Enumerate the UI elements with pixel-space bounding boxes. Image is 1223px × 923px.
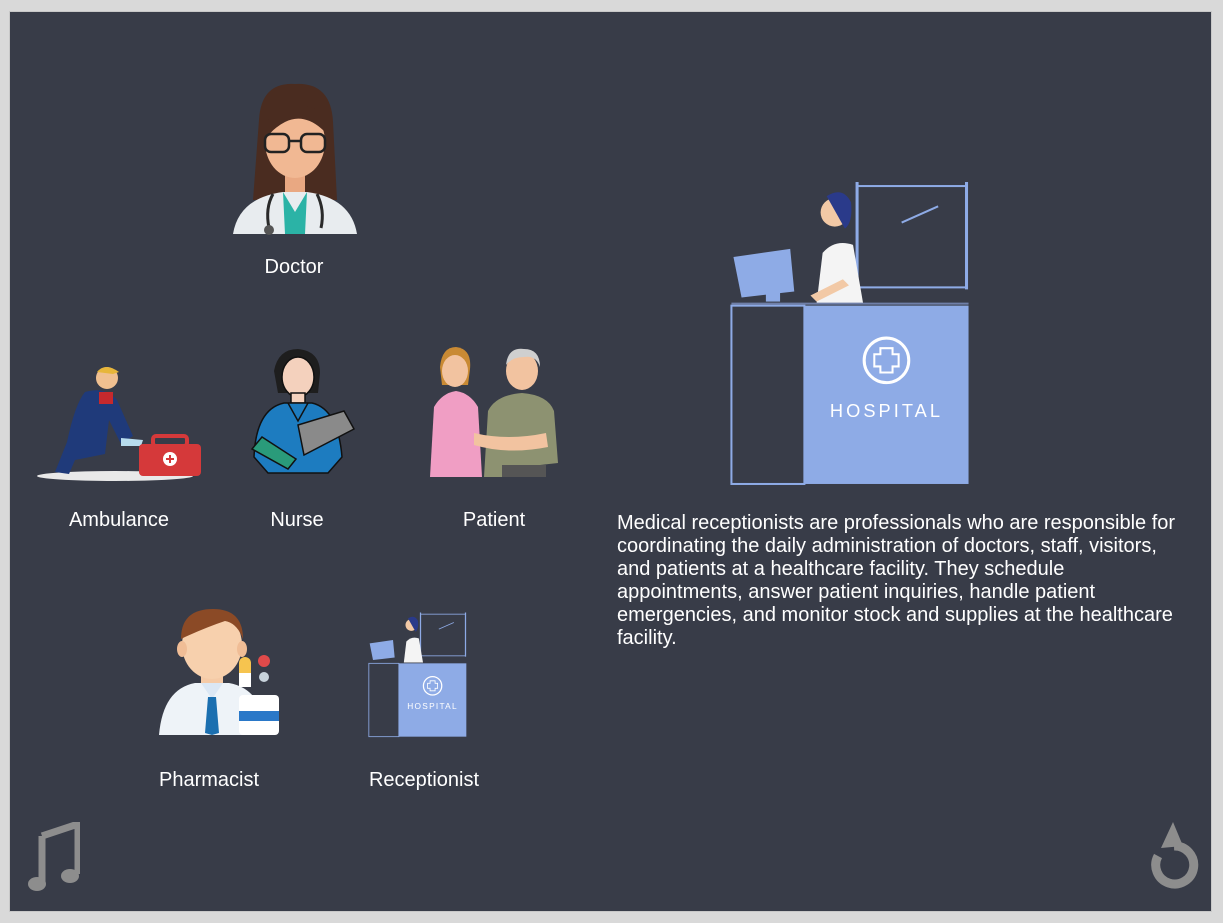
receptionist-illustration: HOSPITAL [730,182,969,485]
ambulance-illustration [37,367,201,481]
replay-icon[interactable] [1149,820,1199,894]
patient-card[interactable] [428,345,563,480]
nurse-illustration [250,349,356,474]
music-note-icon[interactable] [28,822,80,894]
pharmacist-label: Pharmacist [158,769,260,791]
doctor-illustration [233,83,357,235]
ambulance-label: Ambulance [68,509,170,531]
slide-canvas: Doctor Ambulance Nurse [10,12,1211,911]
doctor-card[interactable] [225,82,365,282]
patient-label: Patient [462,509,526,531]
receptionist-label: Receptionist [368,769,480,791]
doctor-label: Doctor [264,256,324,278]
thumbnail-hospital-sign: HOSPITAL [407,701,458,711]
nurse-label: Nurse [270,509,324,531]
hospital-sign: HOSPITAL [830,400,943,421]
receptionist-thumbnail: HOSPITAL [368,612,467,738]
nurse-card[interactable] [248,349,358,479]
patient-illustration [430,347,558,477]
description-text: Medical receptionists are professionals … [617,512,1176,649]
ambulance-card[interactable] [35,364,205,484]
pharmacist-illustration [159,609,279,735]
pharmacist-card[interactable] [155,607,280,737]
receptionist-card[interactable]: HOSPITAL [368,612,468,738]
